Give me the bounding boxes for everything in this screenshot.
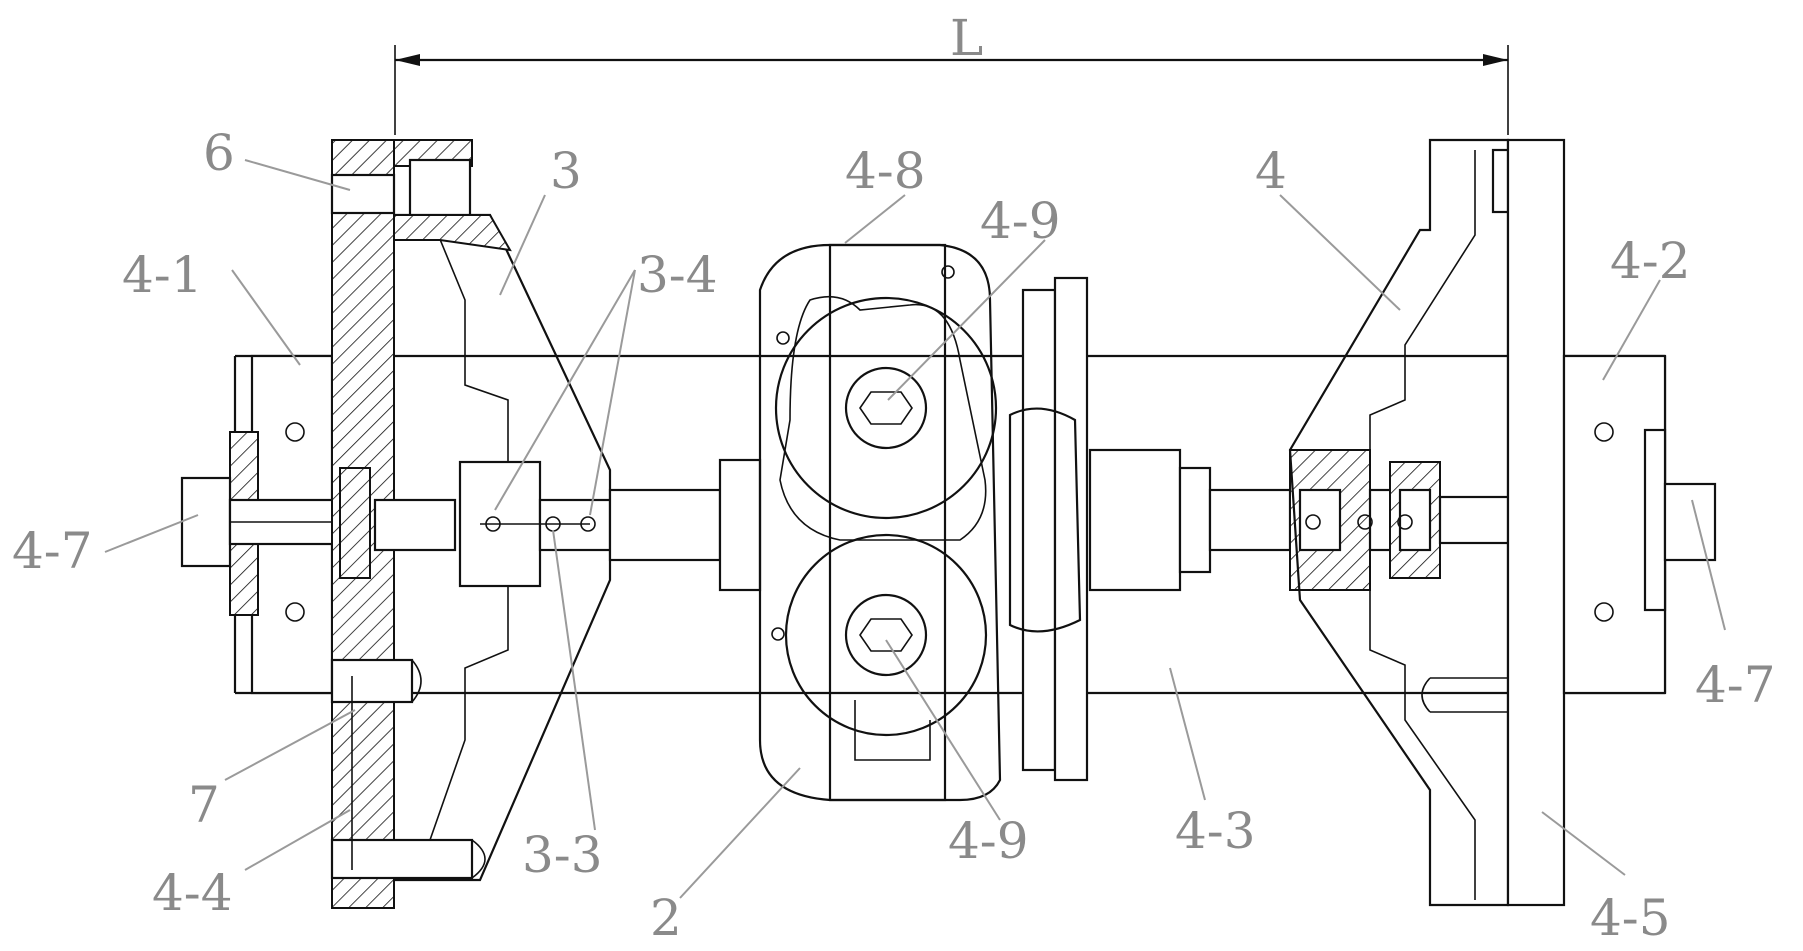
right-end-block [1562,354,1717,695]
label-3-4: 3-4 [637,246,718,304]
label-4-9-top: 4-9 [980,192,1061,250]
label-4-9-bottom: 4-9 [948,812,1029,870]
flange-disc [1008,276,1089,782]
label-4-5: 4-5 [1590,889,1671,947]
part-labels: L 6 3 4-8 4-9 4 4-1 3-4 4-2 4-7 4-7 7 3-… [12,9,1776,947]
label-6: 6 [203,124,235,182]
label-2: 2 [650,889,682,947]
dimension-L [394,45,1509,135]
left-end-block [180,354,342,695]
label-4-7-right: 4-7 [1695,656,1776,714]
label-4: 4 [1255,142,1287,200]
right-clamp-plate [1421,138,1566,907]
label-4-2: 4-2 [1610,232,1691,290]
label-3-3: 3-3 [522,826,603,884]
gearbox-housing [758,243,1002,802]
label-4-1: 4-1 [122,246,203,304]
label-4-7-left: 4-7 [12,522,93,580]
label-4-8: 4-8 [845,142,926,200]
label-4-3: 4-3 [1175,802,1256,860]
left-shaft [373,458,762,592]
label-4-4: 4-4 [152,864,233,922]
label-L: L [950,9,983,67]
leader-lines [104,159,1726,899]
label-7: 7 [188,776,220,834]
left-clamp-plate [330,139,486,909]
label-3: 3 [550,142,582,200]
right-shaft [1088,448,1582,592]
